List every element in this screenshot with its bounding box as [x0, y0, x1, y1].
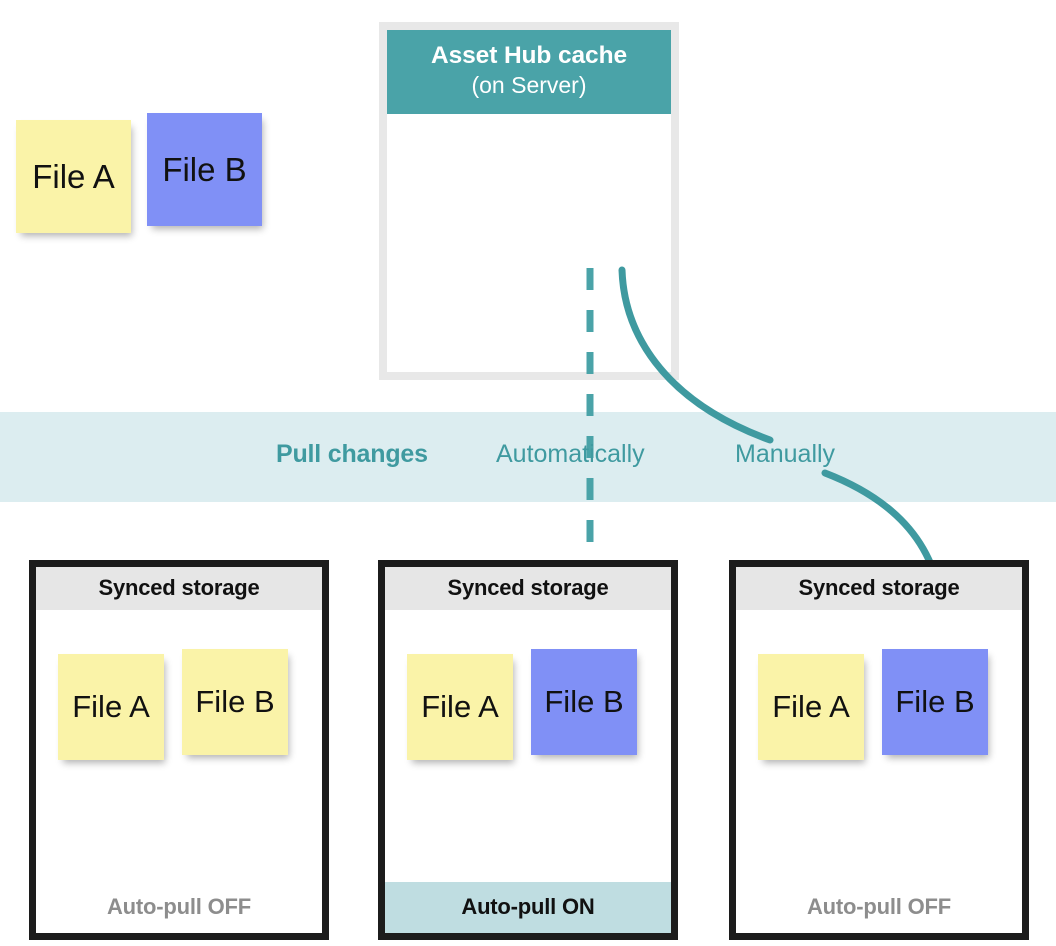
store-2-note-file-b: File B: [531, 649, 637, 755]
synced-storage-box-3: Synced storage File A File B Auto-pull O…: [729, 560, 1029, 940]
cache-note-file-b-label: File B: [162, 150, 247, 188]
synced-storage-box-2: Synced storage File A File B Auto-pull O…: [378, 560, 678, 940]
store-1-note-file-b-label: File B: [195, 684, 275, 719]
cache-notes-group: File A File B: [16, 113, 268, 240]
store-1-notes-group: File A File B: [58, 649, 308, 779]
cache-header: Asset Hub cache (on Server): [387, 30, 671, 115]
store-1-note-file-b: File B: [182, 649, 288, 755]
store-1-note-file-a: File A: [58, 654, 164, 760]
cache-note-file-a: File A: [16, 120, 131, 233]
store-2-autopull-status: Auto-pull ON: [385, 882, 671, 933]
cache-subtitle: (on Server): [471, 72, 587, 99]
automatically-label: Automatically: [496, 440, 645, 468]
store-1-header: Synced storage: [36, 567, 322, 610]
asset-hub-cache-box: Asset Hub cache (on Server): [379, 22, 679, 380]
store-1-autopull-status: Auto-pull OFF: [106, 894, 252, 919]
pull-changes-label: Pull changes: [276, 440, 428, 468]
store-3-note-file-a-label: File A: [772, 689, 850, 724]
store-3-note-file-b: File B: [882, 649, 988, 755]
manually-label: Manually: [735, 440, 836, 468]
store-1-note-file-a-label: File A: [72, 689, 150, 724]
store-3-notes-group: File A File B: [758, 649, 1008, 779]
cache-note-file-a-label: File A: [32, 157, 115, 195]
synced-storage-box-1: Synced storage File A File B Auto-pull O…: [29, 560, 329, 940]
store-2-header: Synced storage: [385, 567, 671, 610]
cache-note-file-b: File B: [147, 113, 262, 226]
store-3-note-file-b-label: File B: [895, 684, 975, 719]
store-2-note-file-b-label: File B: [544, 684, 624, 719]
store-2-note-file-a: File A: [407, 654, 513, 760]
store-3-note-file-a: File A: [758, 654, 864, 760]
cache-title: Asset Hub cache: [431, 42, 627, 69]
store-2-notes-group: File A File B: [407, 649, 657, 779]
store-3-autopull-status: Auto-pull OFF: [806, 894, 952, 919]
store-3-header: Synced storage: [736, 567, 1022, 610]
store-2-note-file-a-label: File A: [421, 689, 499, 724]
